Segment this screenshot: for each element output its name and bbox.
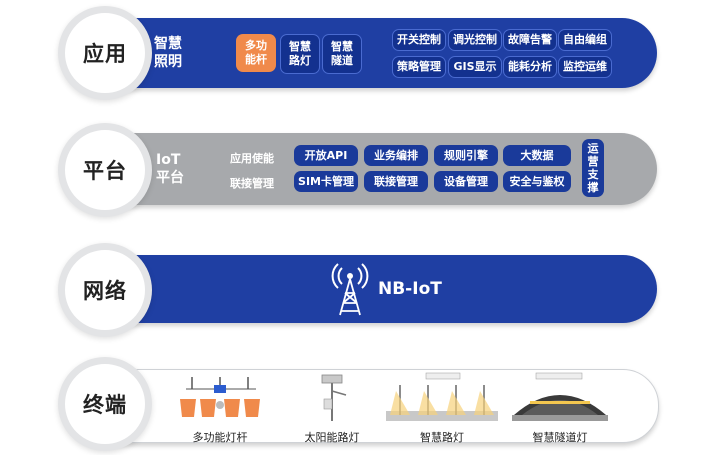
signal-tower-icon — [331, 263, 369, 316]
function-switch-control[interactable]: 开关控制 — [392, 29, 446, 51]
device-management-chip[interactable]: 设备管理 — [434, 171, 498, 192]
terminal-solar-streetlight[interactable]: 太阳能路灯 — [292, 371, 372, 445]
terminal-layer: 终端 多功能灯杆 太阳能路灯 — [0, 335, 710, 455]
smart-lighting-heading: 智慧 照明 — [154, 36, 182, 70]
multifunction-pole-illustration — [180, 377, 260, 417]
terminal-circle: 终端 — [58, 357, 152, 451]
iot-platform-heading: IoT 平台 — [156, 152, 184, 186]
rule-engine-chip[interactable]: 规则引擎 — [434, 145, 498, 166]
solar-streetlight-caption: 太阳能路灯 — [304, 431, 360, 444]
security-auth-chip[interactable]: 安全与鉴权 — [503, 171, 571, 192]
smart-streetlight-illustration — [386, 372, 498, 421]
smart-streetlight-chip[interactable]: 智慧 路灯 — [280, 34, 320, 74]
platform-layer: 平台 IoT 平台 应用使能 联接管理 开放API 业务编排 规则引擎 大数据 … — [0, 105, 710, 217]
function-gis-display[interactable]: GIS显示 — [448, 56, 502, 78]
connection-management-label: 联接管理 — [230, 177, 274, 190]
terminal-smart-tunnel-light[interactable]: 智慧隧道灯 — [510, 371, 610, 445]
function-strategy-management[interactable]: 策略管理 — [392, 56, 446, 78]
smart-tunnel-light-illustration — [512, 372, 608, 421]
network-title: 网络 — [83, 279, 127, 303]
open-api-chip[interactable]: 开放API — [294, 145, 358, 166]
sim-card-management-chip[interactable]: SIM卡管理 — [294, 171, 358, 192]
business-orchestration-chip[interactable]: 业务编排 — [364, 145, 428, 166]
big-data-chip[interactable]: 大数据 — [503, 145, 571, 166]
smart-tunnel-light-caption: 智慧隧道灯 — [532, 431, 588, 444]
function-fault-alarm[interactable]: 故障告警 — [503, 29, 557, 51]
app-enablement-label: 应用使能 — [230, 152, 274, 165]
function-dimming-control[interactable]: 调光控制 — [448, 29, 502, 51]
terminal-title: 终端 — [83, 393, 127, 417]
smart-tunnel-chip[interactable]: 智慧 隧道 — [322, 34, 362, 74]
solar-streetlight-illustration — [321, 374, 347, 421]
multifunction-pole-chip[interactable]: 多功 能杆 — [236, 34, 276, 72]
function-monitoring-ops[interactable]: 监控运维 — [558, 56, 612, 78]
terminal-smart-streetlight[interactable]: 智慧路灯 — [384, 371, 500, 445]
multifunction-pole-caption: 多功能灯杆 — [192, 431, 248, 444]
network-circle: 网络 — [58, 243, 152, 337]
application-title: 应用 — [83, 42, 127, 66]
operations-support-chip[interactable]: 运 营 支 撑 — [582, 139, 604, 197]
nb-iot-label: NB-IoT — [378, 279, 442, 299]
platform-title: 平台 — [83, 159, 127, 183]
application-circle: 应用 — [58, 6, 152, 100]
network-bar — [92, 255, 657, 323]
smart-streetlight-caption: 智慧路灯 — [420, 431, 464, 444]
terminal-multifunction-pole[interactable]: 多功能灯杆 — [170, 371, 270, 445]
network-layer: 网络 NB-IoT — [0, 215, 710, 337]
function-free-grouping[interactable]: 自由编组 — [558, 29, 612, 51]
platform-circle: 平台 — [58, 123, 152, 217]
connection-management-chip[interactable]: 联接管理 — [364, 171, 428, 192]
application-layer: 应用 智慧 照明 多功 能杆 智慧 路灯 智慧 隧道 开关控制 调光控制 故障告… — [0, 0, 710, 105]
function-energy-analysis[interactable]: 能耗分析 — [503, 56, 557, 78]
